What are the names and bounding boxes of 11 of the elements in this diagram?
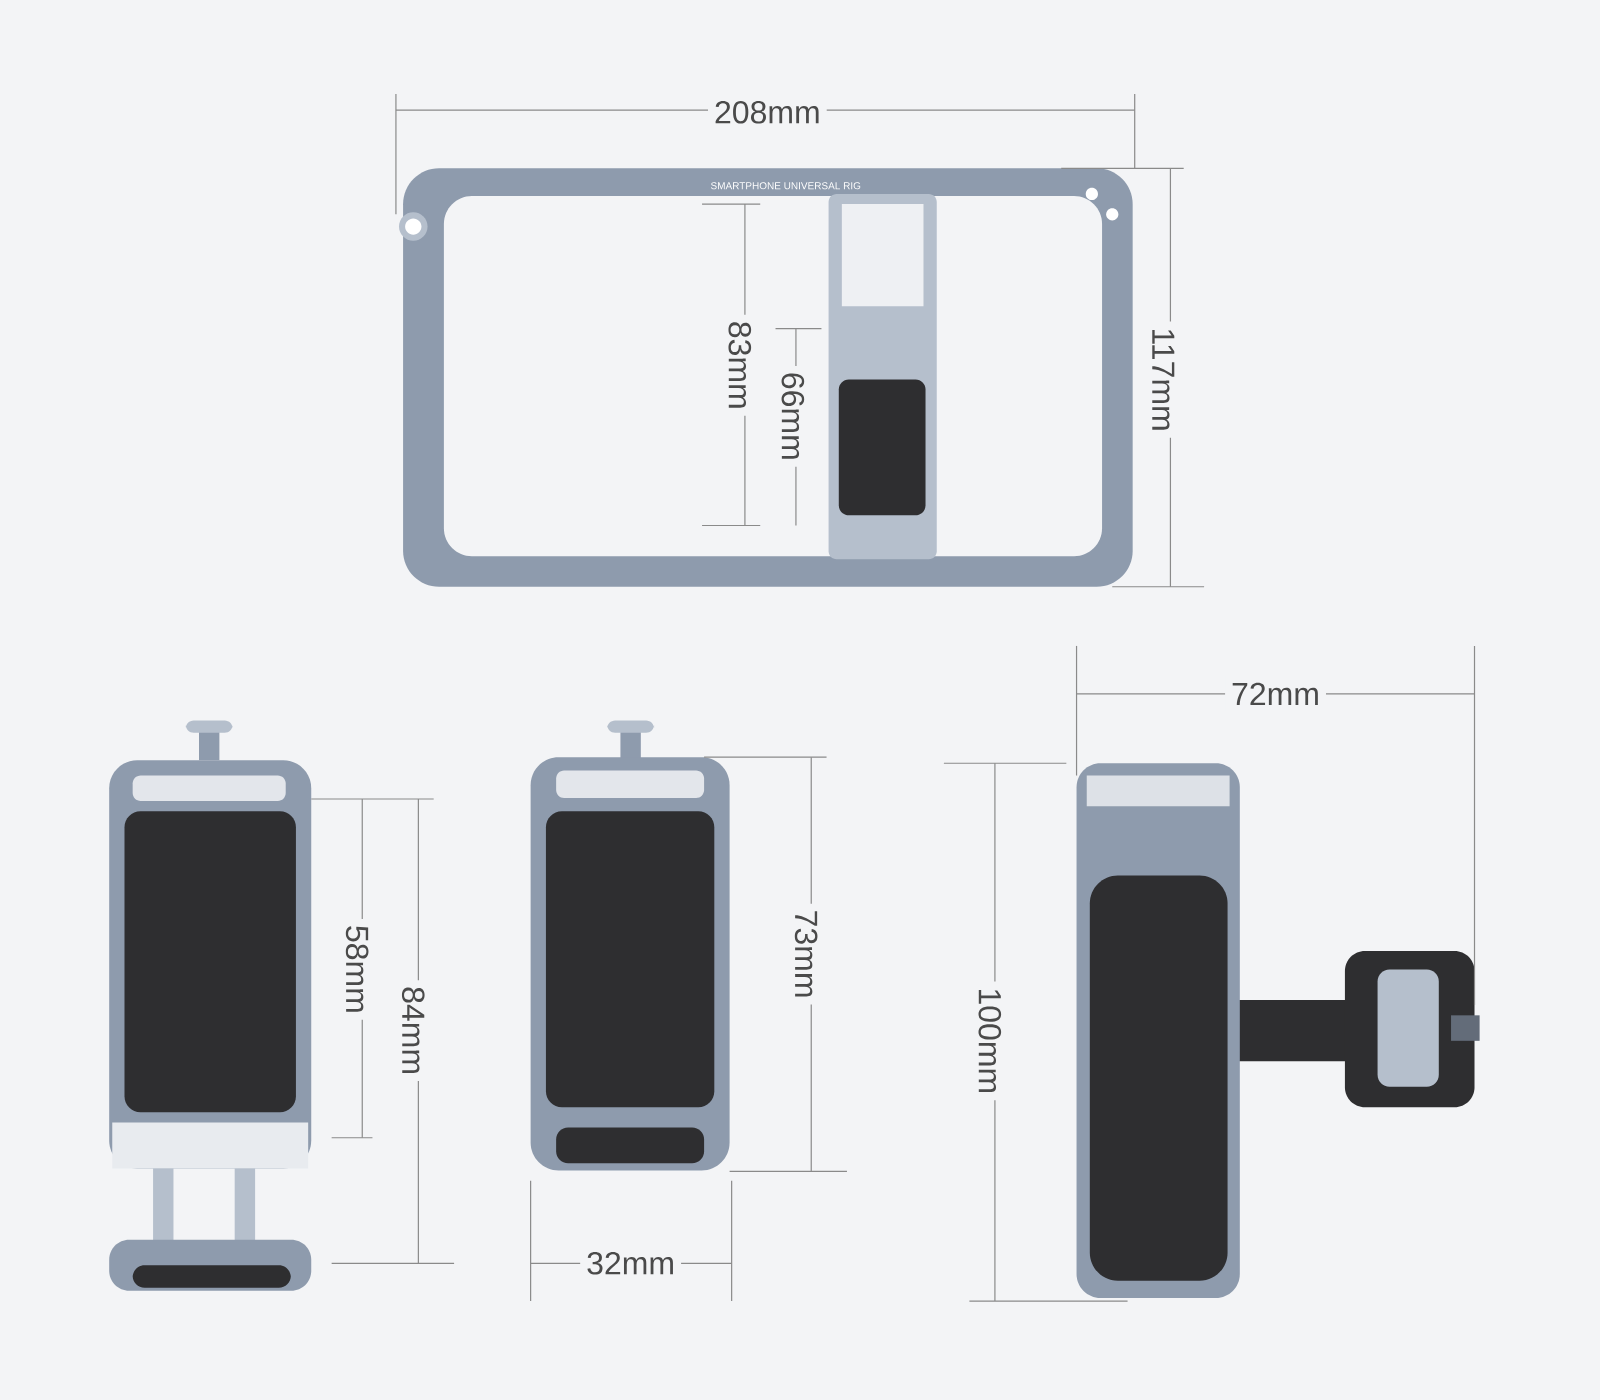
dimension-label: 72mm bbox=[1225, 676, 1326, 712]
dimension-label: 83mm bbox=[722, 314, 758, 416]
dimension-label: 58mm bbox=[339, 918, 375, 1020]
dimension-label: 208mm bbox=[708, 94, 827, 130]
dimension-label: 100mm bbox=[972, 981, 1008, 1101]
dimension-label: 73mm bbox=[788, 903, 824, 1005]
dimension-label: 66mm bbox=[775, 365, 811, 467]
dimension-label: 32mm bbox=[580, 1245, 682, 1281]
dimension-label: 117mm bbox=[1146, 321, 1181, 438]
engraved-text: SMARTPHONE UNIVERSAL RIG bbox=[710, 182, 861, 190]
dimension-label: 84mm bbox=[395, 980, 431, 1082]
